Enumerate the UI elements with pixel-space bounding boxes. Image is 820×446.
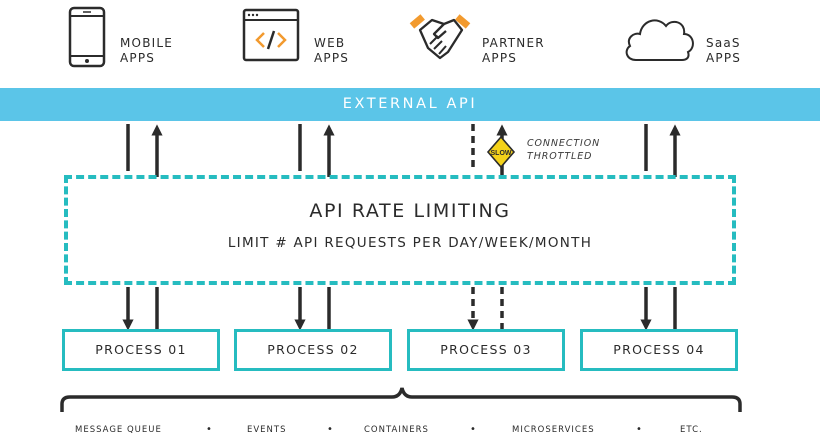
bullet-separator: • (327, 424, 334, 435)
app-saas-line2: APPS (706, 51, 742, 65)
rate-limiting-box (64, 175, 736, 285)
flow-process-02 (294, 287, 331, 331)
bottom-item-containers: CONTAINERS (364, 425, 429, 435)
process-03-box: PROCESS 03 (407, 329, 565, 371)
app-web-line2: APPS (314, 51, 350, 65)
flow-saas-api (644, 124, 681, 177)
app-partner-line2: APPS (482, 51, 518, 65)
app-web-line1: WEB (314, 36, 346, 50)
process-02-box: PROCESS 02 (234, 329, 392, 371)
bottom-list: MESSAGE QUEUE • EVENTS • CONTAINERS • MI… (0, 424, 820, 439)
bottom-item-etc: ETC. (680, 425, 703, 435)
external-api-bar: EXTERNAL API (0, 88, 820, 121)
bullet-separator: • (470, 424, 477, 435)
mobile-phone-icon (68, 6, 106, 68)
flow-process-04 (640, 287, 677, 331)
throttle-note-line2: THROTTLED (527, 151, 593, 162)
flow-mobile-api (126, 124, 163, 177)
bullet-separator: • (206, 424, 213, 435)
process-04-box: PROCESS 04 (580, 329, 738, 371)
cloud-icon (625, 19, 694, 61)
bullet-separator: • (636, 424, 643, 435)
throttle-note: CONNECTION THROTTLED (527, 137, 600, 163)
throttle-note-line1: CONNECTION (527, 138, 601, 149)
slow-sign-text: SLOW (491, 150, 512, 157)
flow-process-01 (122, 287, 159, 331)
browser-code-icon (242, 8, 300, 62)
rate-limiting-subtitle: LIMIT # API REQUESTS PER DAY/WEEK/MONTH (227, 235, 593, 251)
flow-web-api (298, 124, 335, 177)
app-partner-line1: PARTNER (482, 36, 545, 50)
app-mobile-line1: MOBILE (120, 36, 174, 50)
app-mobile-line2: APPS (120, 51, 156, 65)
bottom-brace (60, 387, 742, 412)
process-01-box: PROCESS 01 (62, 329, 220, 371)
bottom-item-events: EVENTS (247, 425, 287, 435)
slow-sign-icon: SLOW (486, 135, 516, 169)
bottom-item-microservices: MICROSERVICES (512, 425, 595, 435)
bottom-item-message-queue: MESSAGE QUEUE (75, 425, 162, 435)
handshake-icon (409, 14, 471, 60)
rate-limiting-title: API RATE LIMITING (309, 200, 511, 222)
app-saas-line1: SaaS (706, 36, 741, 50)
flow-process-03 (467, 287, 504, 331)
